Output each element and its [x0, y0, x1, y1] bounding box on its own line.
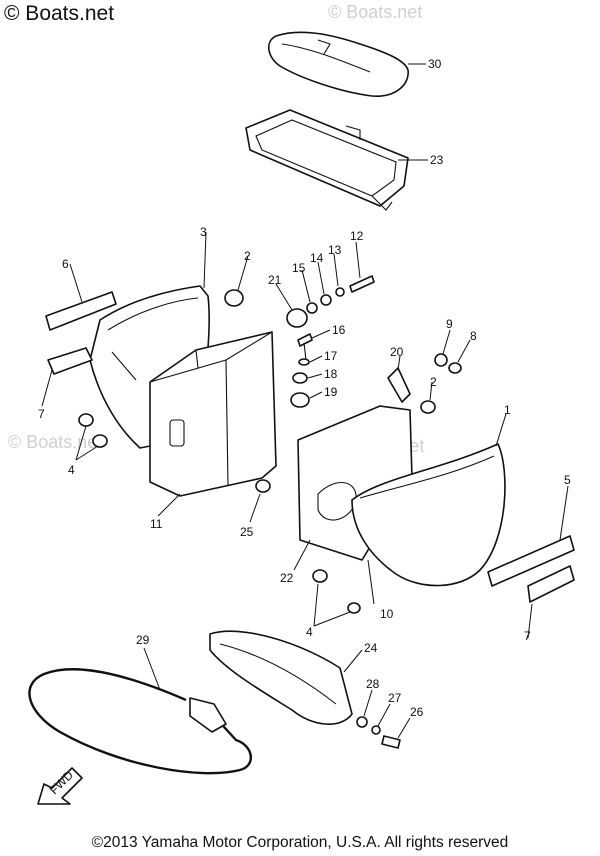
label-4-right: 4	[306, 625, 313, 639]
label-8: 8	[470, 329, 477, 343]
label-12: 12	[350, 229, 364, 243]
part-9-8-hardware	[434, 353, 462, 374]
part-29-harness	[28, 668, 252, 775]
faint-watermark-left: © Boats.net	[8, 432, 103, 452]
leader-lines	[41, 63, 569, 739]
label-17: 17	[324, 349, 338, 363]
part-23-tray	[245, 109, 409, 211]
label-15: 15	[292, 261, 306, 275]
label-27: 27	[388, 691, 402, 705]
part-2-grommet-right	[420, 400, 436, 414]
part-number-labels: 30 23 3 2 6 21 15 14 13 12 16 17 18 19 2…	[38, 57, 571, 719]
label-23: 23	[430, 153, 444, 167]
label-26: 26	[410, 705, 424, 719]
label-2-upper: 2	[244, 249, 251, 263]
part-28-26-hardware	[356, 716, 401, 749]
copyright-notice: ©2013 Yamaha Motor Corporation, U.S.A. A…	[91, 834, 509, 851]
parts-diagram: FWD	[28, 31, 575, 805]
part-20-clip	[387, 367, 411, 403]
part-30-cover	[268, 31, 409, 97]
label-30: 30	[428, 57, 442, 71]
label-7-upper: 7	[38, 407, 45, 421]
label-18: 18	[324, 367, 338, 381]
part-6-strip	[45, 291, 117, 331]
label-29: 29	[136, 633, 150, 647]
label-1: 1	[504, 403, 511, 417]
label-19: 19	[324, 385, 338, 399]
label-4-left: 4	[68, 463, 75, 477]
label-14: 14	[310, 251, 324, 265]
boats-net-watermark: © Boats.net	[4, 2, 115, 25]
part-11-left-box	[149, 331, 277, 497]
label-2-right: 2	[430, 375, 437, 389]
label-11: 11	[150, 517, 163, 531]
label-13: 13	[328, 243, 342, 257]
part-5-emblem	[487, 535, 575, 587]
fwd-arrow-icon: FWD	[37, 767, 83, 805]
part-2-grommet-upper	[224, 289, 244, 307]
label-24: 24	[364, 641, 378, 655]
label-20: 20	[390, 345, 404, 359]
part-4-grommets-left	[78, 413, 108, 448]
label-6: 6	[62, 257, 69, 271]
label-25: 25	[240, 525, 254, 539]
part-1-side-cover	[351, 443, 506, 587]
part-16-19-hardware	[290, 333, 313, 408]
part-4-grommets-right	[312, 569, 361, 614]
faint-watermark-top: © Boats.net	[328, 2, 423, 22]
part-25-grommet	[255, 479, 271, 493]
label-3: 3	[200, 225, 207, 239]
part-7-plate	[47, 347, 93, 375]
label-5: 5	[564, 473, 571, 487]
label-22: 22	[280, 571, 294, 585]
part-24-fender	[209, 630, 353, 725]
part-15-14-13-12-hardware	[306, 275, 375, 314]
label-16: 16	[332, 323, 346, 337]
label-10: 10	[380, 607, 394, 621]
label-28: 28	[366, 677, 380, 691]
label-7-lower: 7	[524, 629, 531, 643]
part-21-grommet	[286, 308, 308, 328]
label-9: 9	[446, 317, 453, 331]
part-7-emblem	[527, 565, 575, 603]
label-21: 21	[268, 273, 282, 287]
